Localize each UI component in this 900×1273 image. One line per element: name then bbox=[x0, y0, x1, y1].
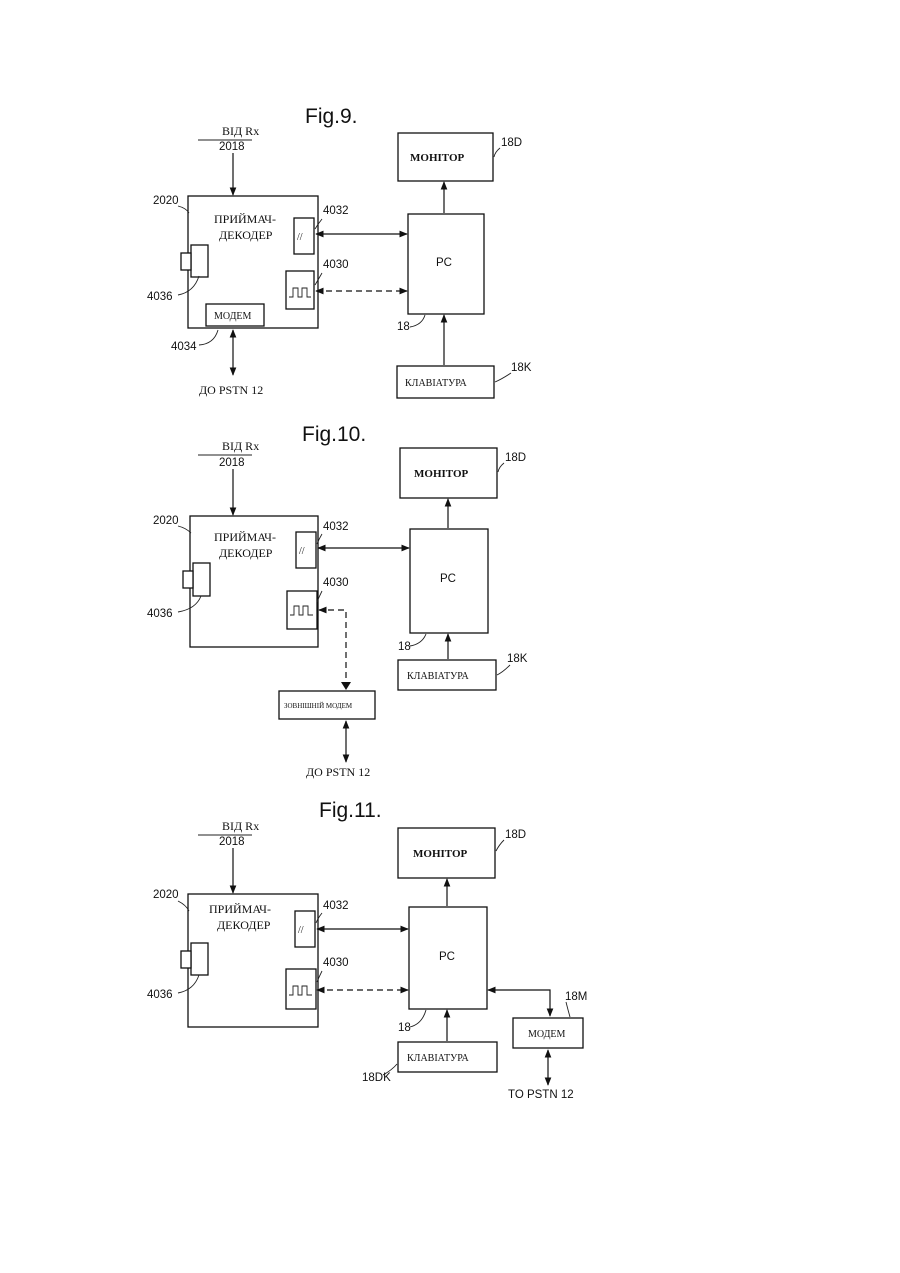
fig11-parallel-icon: // bbox=[298, 925, 304, 936]
fig11-card-tab bbox=[181, 951, 191, 968]
fig11-input-ref: 2018 bbox=[219, 836, 245, 848]
fig9-modem-label: МОДЕМ bbox=[214, 311, 252, 322]
fig9-pc-label: PC bbox=[436, 257, 452, 269]
fig9-pc-ref: 18 bbox=[397, 321, 410, 333]
fig11-keyboard-ref: 18DK bbox=[362, 1072, 391, 1084]
fig10-card-ref: 4036 bbox=[147, 608, 173, 620]
fig11-pc-ref: 18 bbox=[398, 1022, 411, 1034]
fig10-monitor-leader bbox=[498, 463, 504, 472]
figure-11: Fig.11. ВІД Rx 2018 2020 ПРИЙМАЧ- ДЕКОДЕ… bbox=[147, 799, 587, 1101]
fig9-decoder-ref: 2020 bbox=[153, 195, 179, 207]
fig9-pstn-label: ДО PSTN 12 bbox=[199, 383, 263, 397]
fig10-keyboard-label: КЛАВІАТУРА bbox=[407, 671, 469, 682]
fig9-monitor-ref: 18D bbox=[501, 137, 522, 149]
fig9-modem-ref: 4034 bbox=[171, 341, 197, 353]
fig11-pc-to-modem-link bbox=[488, 990, 550, 1016]
fig11-serial-ref: 4030 bbox=[323, 957, 349, 969]
fig10-pc-leader bbox=[410, 634, 426, 646]
fig9-card-tab bbox=[181, 253, 191, 270]
fig11-monitor-leader bbox=[496, 840, 504, 851]
fig11-input-label: ВІД Rx bbox=[222, 819, 259, 833]
fig9-parallel-ref: 4032 bbox=[323, 205, 349, 217]
fig11-parallel-ref: 4032 bbox=[323, 900, 349, 912]
fig9-monitor-leader bbox=[494, 148, 500, 157]
fig9-input-label: ВІД Rx bbox=[222, 124, 259, 138]
fig11-modem-label: МОДЕМ bbox=[528, 1029, 566, 1040]
fig10-external-modem-label: ЗОВНІШНІЙ МОДЕМ bbox=[284, 702, 353, 710]
fig10-card-slot bbox=[193, 563, 210, 596]
fig9-keyboard-leader bbox=[495, 373, 511, 382]
fig11-decoder-label-1: ПРИЙМАЧ- bbox=[209, 902, 271, 916]
fig9-keyboard-label: КЛАВІАТУРА bbox=[405, 378, 467, 389]
fig10-keyboard-leader bbox=[497, 665, 510, 675]
fig10-parallel-ref: 4032 bbox=[323, 521, 349, 533]
fig11-pc-label: PC bbox=[439, 951, 455, 963]
fig10-monitor-ref: 18D bbox=[505, 452, 526, 464]
fig10-pc-ref: 18 bbox=[398, 641, 411, 653]
fig10-serial-ref: 4030 bbox=[323, 577, 349, 589]
figure-10-title: Fig.10. bbox=[302, 423, 366, 446]
fig10-pc-label: PC bbox=[440, 573, 456, 585]
figure-9-title: Fig.9. bbox=[305, 105, 358, 128]
fig9-modem-leader bbox=[199, 330, 218, 345]
fig11-pstn-label: TO PSTN 12 bbox=[508, 1089, 574, 1101]
fig10-parallel-icon: // bbox=[299, 546, 305, 557]
fig10-decoder-ref: 2020 bbox=[153, 515, 179, 527]
fig11-pc-leader bbox=[410, 1010, 426, 1027]
fig10-input-label: ВІД Rx bbox=[222, 439, 259, 453]
fig9-card-ref: 4036 bbox=[147, 291, 173, 303]
fig10-pstn-label: ДО PSTN 12 bbox=[306, 765, 370, 779]
fig11-card-ref: 4036 bbox=[147, 989, 173, 1001]
fig9-decoder-label-2: ДЕКОДЕР bbox=[219, 228, 273, 242]
fig10-serial-to-modem-arrowhead bbox=[341, 682, 351, 690]
fig10-decoder-label-2: ДЕКОДЕР bbox=[219, 546, 273, 560]
fig10-card-tab bbox=[183, 571, 193, 588]
fig11-serial-port-box bbox=[286, 969, 316, 1009]
fig9-serial-port-box bbox=[286, 271, 314, 309]
fig10-decoder-leader bbox=[178, 526, 191, 533]
fig10-monitor-label: МОНІТОР bbox=[414, 468, 469, 480]
fig11-monitor-label: МОНІТОР bbox=[413, 848, 468, 860]
fig11-modem-leader bbox=[566, 1002, 570, 1017]
fig9-input-ref: 2018 bbox=[219, 141, 245, 153]
fig11-modem-ref: 18M bbox=[565, 991, 587, 1003]
fig10-decoder-label-1: ПРИЙМАЧ- bbox=[214, 530, 276, 544]
fig10-serial-to-modem-link bbox=[319, 610, 346, 688]
figure-10: Fig.10. ВІД Rx 2018 2020 ПРИЙМАЧ- ДЕКОДЕ… bbox=[147, 423, 528, 779]
figure-11-title: Fig.11. bbox=[319, 799, 382, 822]
fig11-decoder-ref: 2020 bbox=[153, 889, 179, 901]
figure-9: Fig.9. ВІД Rx 2018 2020 ПРИЙМАЧ- ДЕКОДЕР… bbox=[147, 105, 532, 398]
fig9-parallel-icon: // bbox=[297, 232, 303, 243]
fig9-keyboard-ref: 18K bbox=[511, 362, 532, 374]
fig11-decoder-label-2: ДЕКОДЕР bbox=[217, 918, 271, 932]
fig9-decoder-label-1: ПРИЙМАЧ- bbox=[214, 212, 276, 226]
fig10-serial-port-box bbox=[287, 591, 317, 629]
fig9-serial-ref: 4030 bbox=[323, 259, 349, 271]
fig11-card-slot bbox=[191, 943, 208, 975]
fig11-monitor-ref: 18D bbox=[505, 829, 526, 841]
fig11-keyboard-label: КЛАВІАТУРА bbox=[407, 1053, 469, 1064]
fig10-keyboard-ref: 18K bbox=[507, 653, 528, 665]
fig10-input-ref: 2018 bbox=[219, 457, 245, 469]
fig9-card-slot bbox=[191, 245, 208, 277]
fig9-pc-leader bbox=[410, 315, 425, 327]
fig9-monitor-label: МОНІТОР bbox=[410, 152, 465, 164]
